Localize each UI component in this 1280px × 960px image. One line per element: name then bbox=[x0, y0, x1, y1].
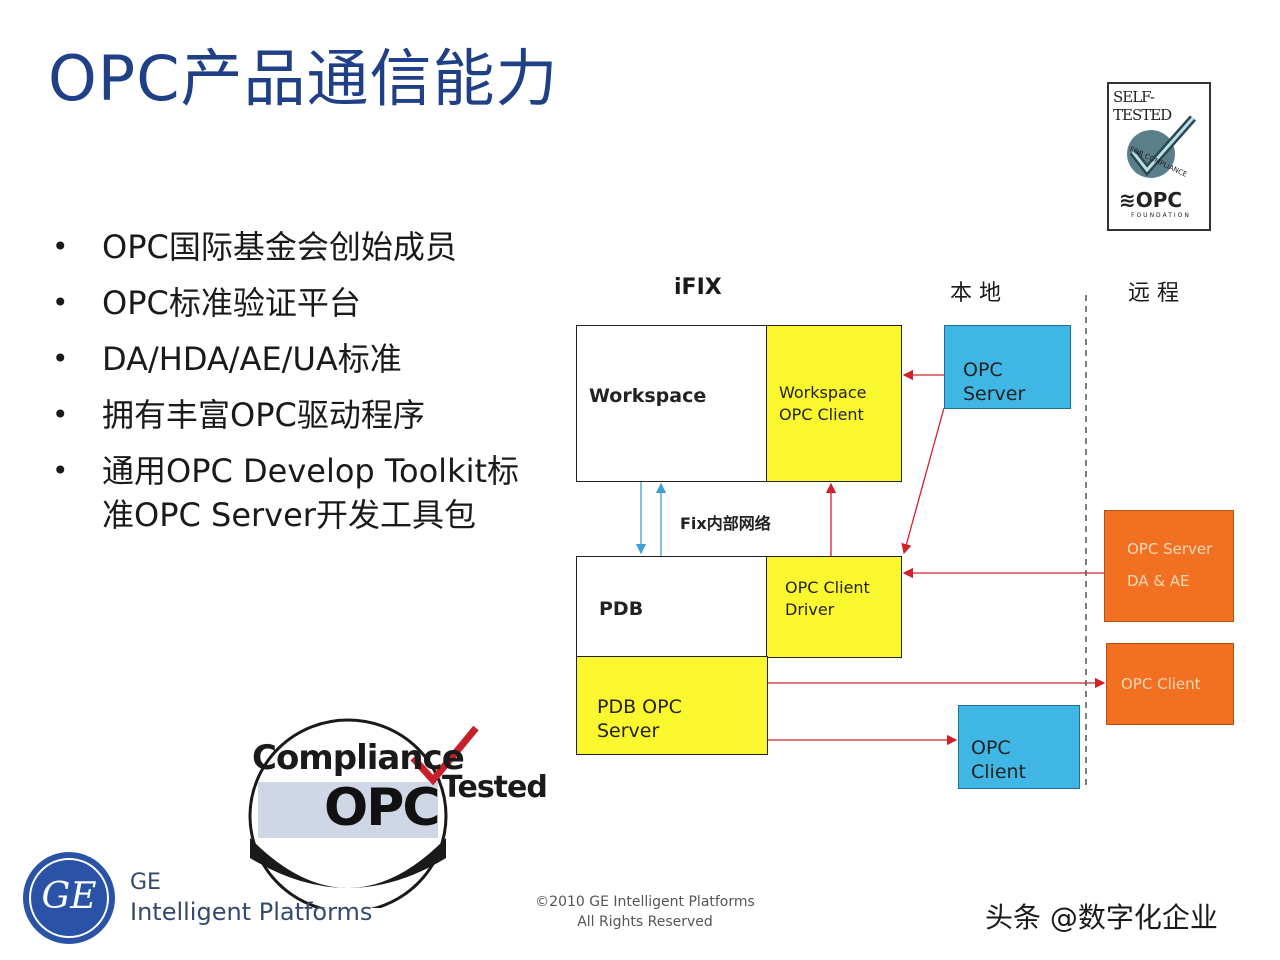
bullet-text: 拥有丰富OPC驱动程序 bbox=[102, 396, 425, 434]
workspace-label: Workspace bbox=[589, 385, 707, 407]
bullet-text: DA/HDA/AE/UA标准 bbox=[102, 340, 402, 378]
bullet-dot-icon: • bbox=[52, 230, 69, 263]
badge-top-text: SELF-TESTED bbox=[1113, 88, 1172, 124]
remote-opc-client-label: OPC Client bbox=[1121, 675, 1201, 693]
column-label-remote: 远 程 bbox=[1128, 281, 1179, 306]
bullet-item: • DA/HDA/AE/UA标准 bbox=[52, 337, 572, 381]
workspace-box: Workspace bbox=[576, 325, 768, 482]
bullet-text: OPC国际基金会创始成员 bbox=[102, 228, 457, 266]
check-icon bbox=[1127, 115, 1196, 178]
bullet-item: • 通用OPC Develop Toolkit标准OPC Server开发工具包 bbox=[52, 449, 572, 537]
arrow-server-to-driver bbox=[901, 407, 945, 555]
compliance-word: Compliance bbox=[252, 738, 465, 778]
ge-brand-line2: Intelligent Platforms bbox=[130, 898, 373, 926]
remote-opc-client-box: OPC Client bbox=[1106, 643, 1234, 725]
self-tested-badge: SELF-TESTED FOR COMPLIANCE ≋OPC FOUNDATI… bbox=[1107, 82, 1211, 231]
compliance-foundation: FOUNDATION bbox=[268, 840, 420, 858]
badge-foundation: FOUNDATION bbox=[1131, 212, 1191, 219]
copyright-line2: All Rights Reserved bbox=[577, 914, 713, 930]
bullet-item: • OPC标准验证平台 bbox=[52, 281, 572, 325]
ge-brand-line1: GE bbox=[130, 870, 161, 895]
bullet-dot-icon: • bbox=[52, 342, 69, 375]
badge-opc-logo: ≋OPC bbox=[1119, 188, 1183, 212]
pdb-box: PDB bbox=[576, 556, 768, 658]
bullet-item: • 拥有丰富OPC驱动程序 bbox=[52, 393, 572, 437]
fix-network-label: Fix内部网络 bbox=[680, 514, 771, 533]
compliance-tested-logo: Compliance Tested OPC FOUNDATION bbox=[248, 708, 548, 908]
bullet-dot-icon: • bbox=[52, 398, 69, 431]
copyright-notice: ©2010 GE Intelligent Platforms All Right… bbox=[530, 892, 760, 932]
bullet-text-line1: 通用OPC Develop Toolkit标 bbox=[102, 452, 520, 490]
tested-word: Tested bbox=[442, 770, 548, 805]
bullet-item: • OPC国际基金会创始成员 bbox=[52, 225, 572, 269]
bullet-dot-icon: • bbox=[52, 454, 69, 487]
page-title: OPC产品通信能力 bbox=[48, 42, 559, 115]
compliance-opc-logo: OPC bbox=[324, 778, 440, 838]
copyright-line1: ©2010 GE Intelligent Platforms bbox=[535, 894, 755, 910]
badge-logo-text: OPC bbox=[1135, 188, 1183, 212]
ge-logo-text: GE bbox=[41, 876, 97, 917]
ge-logo-icon: GE bbox=[23, 852, 115, 944]
bullet-dot-icon: • bbox=[52, 286, 69, 319]
compliance-logo-graphic bbox=[248, 718, 479, 908]
bullet-list: • OPC国际基金会创始成员 • OPC标准验证平台 • DA/HDA/AE/UA标准… bbox=[52, 225, 572, 549]
column-label-ifix: iFIX bbox=[674, 275, 722, 300]
bullet-text-line2: 准OPC Server开发工具包 bbox=[102, 496, 476, 534]
column-label-local: 本 地 bbox=[950, 281, 1001, 306]
watermark-text: 头条 @数字化企业 bbox=[985, 901, 1218, 934]
bullet-text: OPC标准验证平台 bbox=[102, 284, 361, 322]
pdb-label: PDB bbox=[599, 598, 644, 620]
